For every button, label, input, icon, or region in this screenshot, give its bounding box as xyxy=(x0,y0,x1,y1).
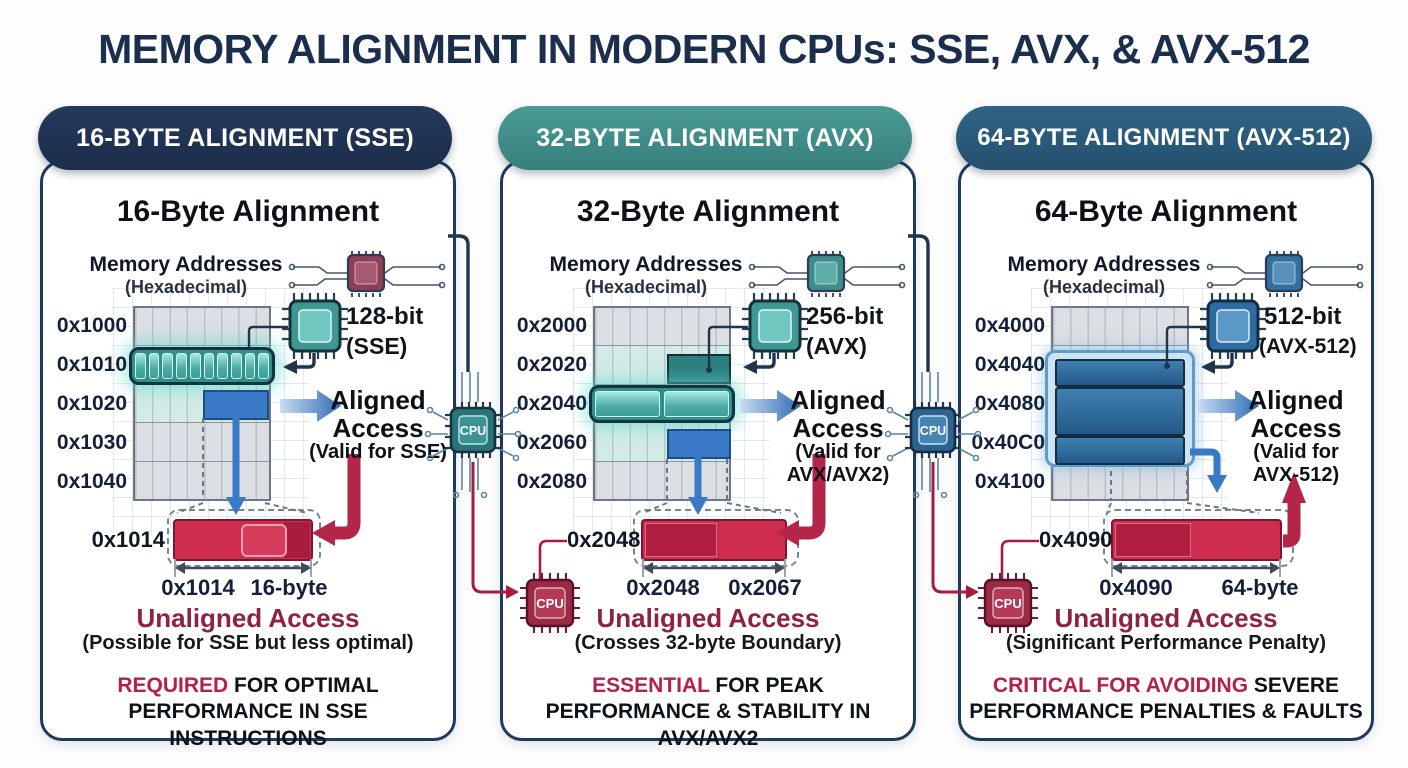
aligned-data-block xyxy=(667,429,731,459)
aligned-access-note: (Valid for AVX-512) xyxy=(1252,441,1340,486)
unaligned-access-title: Unaligned Access xyxy=(136,603,360,633)
address-label: 0x2020 xyxy=(516,353,587,376)
memory-addresses-heading: Memory Addresses (Hexadecimal) xyxy=(1007,253,1201,297)
svg-text:CPU: CPU xyxy=(920,424,946,438)
unaligned-access-bar xyxy=(1111,519,1282,561)
panel-avx-header: 32-BYTE ALIGNMENT (AVX) xyxy=(498,106,912,170)
panel-avx512: 64-Byte Alignment Memory Addresses (Hexa… xyxy=(958,160,1374,741)
memory-row xyxy=(1053,308,1187,347)
chip-bits-label: 512-bit xyxy=(1264,303,1342,330)
aligned-access-label: Aligned xyxy=(1248,385,1344,415)
footer-highlight: ESSENTIAL xyxy=(592,674,710,697)
memory-row xyxy=(1053,461,1187,500)
aligned-access-label: Aligned xyxy=(790,385,886,415)
dimension-end-label: 64-byte xyxy=(1221,575,1299,600)
aligned-access-label: Aligned xyxy=(330,385,426,415)
panel-subtitle: 64-Byte Alignment xyxy=(1034,195,1298,228)
address-label: 0x2000 xyxy=(516,314,587,337)
address-label: 0x1020 xyxy=(56,392,127,415)
panel-avx512-header: 64-BYTE ALIGNMENT (AVX-512) xyxy=(956,106,1372,170)
address-label: 0x1000 xyxy=(56,314,127,337)
sse-register-block xyxy=(129,347,275,385)
chip-bits-label: 256-bit xyxy=(806,303,884,330)
circuit-chip-icon xyxy=(748,251,906,297)
unaligned-access-note: (Possible for SSE but less optimal) xyxy=(82,632,414,654)
circuit-chip-icon xyxy=(1206,251,1364,297)
panel-footer: CRITICAL FOR AVOIDING SEVERE PERFORMANCE… xyxy=(969,673,1363,726)
panel-subtitle: 32-Byte Alignment xyxy=(576,195,840,228)
chip-bits-label: 128-bit xyxy=(346,303,424,330)
avx512-register-block xyxy=(1045,350,1195,467)
footer-rest: FOR PEAK PERFORMANCE & STABILITY IN AVX/… xyxy=(545,674,871,750)
aligned-data-block xyxy=(203,390,269,420)
address-label: 0x2060 xyxy=(516,431,587,454)
unaligned-access-bar xyxy=(173,519,313,561)
svg-text:CPU: CPU xyxy=(460,424,486,438)
address-label: 0x4000 xyxy=(974,314,1045,337)
chip-name-label: (AVX) xyxy=(806,333,867,359)
circuit-chip-icon xyxy=(288,251,446,297)
unaligned-access-note: (Significant Performance Penalty) xyxy=(1005,632,1327,654)
memory-row xyxy=(595,461,729,500)
address-label: 0x1040 xyxy=(56,470,127,493)
address-label: 0x40C0 xyxy=(971,431,1045,454)
unaligned-access-title: Unaligned Access xyxy=(1054,603,1278,633)
panel-sse: 16-Byte Alignment Memory Addresses (Hexa… xyxy=(40,160,456,750)
footer-highlight: CRITICAL FOR AVOIDING xyxy=(992,674,1249,697)
address-label: 0x1030 xyxy=(56,431,127,454)
footer-rest: FOR OPTIMAL PERFORMANCE IN SSE INSTRUCTI… xyxy=(128,674,379,750)
panel-footer: ESSENTIAL FOR PEAK PERFORMANCE & STABILI… xyxy=(511,673,905,752)
chip-name-label: (AVX-512) xyxy=(1259,335,1357,358)
address-label: 0x2080 xyxy=(516,470,587,493)
memory-row xyxy=(135,461,269,500)
chip-name-label: (SSE) xyxy=(346,333,408,359)
address-label: 0x2040 xyxy=(516,392,587,415)
unaligned-access-title: Unaligned Access xyxy=(596,603,820,633)
memory-addresses-heading: Memory Addresses (Hexadecimal) xyxy=(89,253,283,297)
aligned-access-note: (Valid for AVX/AVX2) xyxy=(786,441,890,486)
address-label: 0x4100 xyxy=(974,470,1045,493)
avx-register-block xyxy=(589,385,735,423)
dimension-start-label: 0x4090 xyxy=(1099,575,1173,600)
memory-row xyxy=(135,423,269,462)
panel-footer: REQUIRED FOR OPTIMAL PERFORMANCE IN SSE … xyxy=(51,673,445,752)
address-label: 0x4040 xyxy=(974,353,1045,376)
memory-row xyxy=(135,308,269,347)
footer-highlight: REQUIRED xyxy=(117,674,229,697)
panel-avx: 32-Byte Alignment Memory Addresses (Hexa… xyxy=(500,160,916,750)
footer-rest: SEVERE PERFORMANCE PENALTIES & FAULTS xyxy=(969,674,1363,724)
aligned-access-note: (Valid for SSE) xyxy=(309,441,447,463)
unaligned-address-label: 0x1014 xyxy=(91,527,165,552)
memory-addresses-heading: Memory Addresses (Hexadecimal) xyxy=(549,253,743,297)
dimension-end-label: 16-byte xyxy=(250,575,328,600)
unaligned-address-label: 0x4090 xyxy=(1039,527,1113,552)
panel-subtitle: 16-Byte Alignment xyxy=(116,195,380,228)
unaligned-address-label: 0x2048 xyxy=(567,527,641,552)
page-title: MEMORY ALIGNMENT IN MODERN CPUs: SSE, AV… xyxy=(98,26,1310,72)
dimension-start-label: 0x1014 xyxy=(161,575,235,600)
panel-sse-header: 16-BYTE ALIGNMENT (SSE) xyxy=(38,106,452,170)
unaligned-access-note: (Crosses 32-byte Boundary) xyxy=(574,632,842,654)
memory-row xyxy=(595,308,729,347)
dimension-end-label: 0x2067 xyxy=(728,575,802,600)
unaligned-access-bar xyxy=(641,519,787,561)
address-label: 0x1010 xyxy=(56,353,127,376)
dimension-start-label: 0x2048 xyxy=(626,575,700,600)
small-data-block xyxy=(667,354,731,384)
address-label: 0x4080 xyxy=(974,392,1045,415)
